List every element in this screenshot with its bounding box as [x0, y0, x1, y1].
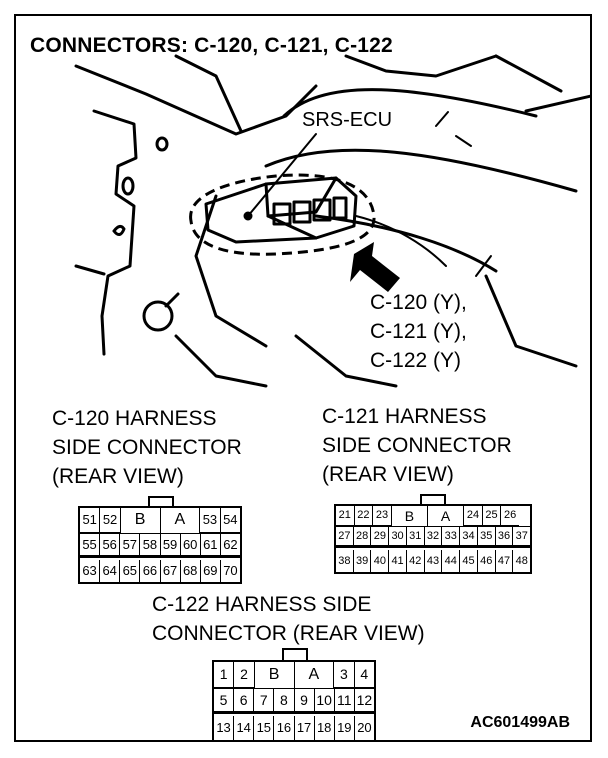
c120-pin: 64 [100, 560, 121, 582]
c121-pin: 34 [460, 527, 478, 545]
c122-pin: 1 [214, 662, 235, 688]
c122-pin: 6 [234, 689, 255, 711]
connector-id-c122: C-122 (Y) [370, 349, 462, 372]
c122-pin: 8 [274, 689, 295, 711]
c122-pin: 4 [354, 662, 374, 688]
c121-pin: 29 [371, 527, 390, 545]
c121-pin: 26 [501, 506, 519, 526]
c120-pin: 54 [220, 508, 240, 533]
c121-pin: 32 [425, 527, 443, 545]
c122-pin: 12 [356, 692, 373, 708]
c121-pin: 40 [371, 550, 390, 572]
c121-connector: 21 22 23 B A 24 25 26 27 28 29 30 31 32 … [334, 494, 534, 574]
srs-ecu-label: SRS-ECU [302, 109, 393, 131]
c120-caption: C-120 HARNESS SIDE CONNECTOR (REAR VIEW) [52, 404, 242, 491]
c120-pin: 55 [80, 534, 101, 555]
c120-pin: 51 [80, 508, 101, 533]
srs-ecu-illustration [74, 54, 590, 388]
connector-id-list: C-120 (Y), C-121 (Y), C-122 (Y) [370, 288, 467, 375]
c121-pin: 41 [389, 550, 407, 572]
c121-caption-line: C-121 HARNESS [322, 405, 487, 428]
c122-pin: 15 [254, 716, 275, 740]
c121-pin: 31 [407, 527, 425, 545]
c120-pin: 65 [120, 560, 141, 582]
c122-connector: 1 2 B A 3 4 5 6 7 8 9 10 11 12 13 14 15 [212, 648, 378, 740]
c121-pin: 43 [425, 550, 443, 572]
c121-pin: 38 [336, 550, 354, 572]
c121-caption-line: (REAR VIEW) [322, 463, 454, 486]
c120-caption-line: C-120 HARNESS [52, 407, 217, 430]
c121-pin: 25 [482, 506, 502, 526]
c121-pin: 22 [354, 506, 374, 526]
c120-pin: 57 [120, 534, 141, 555]
c122-pin: 7 [254, 689, 275, 711]
c121-pin: 44 [442, 550, 461, 572]
c120-pin: 61 [201, 534, 221, 555]
c122-pin: 14 [234, 716, 255, 740]
c121-pin: 21 [336, 506, 355, 526]
c121-caption-line: SIDE CONNECTOR [322, 434, 512, 457]
c120-pin: 58 [140, 534, 161, 555]
c121-pin: A [428, 506, 465, 526]
c122-pin: 17 [295, 716, 315, 740]
c122-pin: 18 [315, 716, 335, 740]
c122-pin: 5 [214, 689, 235, 711]
c121-pin: 47 [496, 550, 514, 572]
c122-pin: 9 [295, 689, 315, 711]
c120-pin: 70 [223, 563, 238, 578]
c122-pin: 2 [234, 662, 255, 688]
c122-pin: 20 [357, 720, 372, 735]
c122-caption: C-122 HARNESS SIDE CONNECTOR (REAR VIEW) [152, 590, 425, 648]
c121-pin: 27 [336, 527, 354, 545]
c122-caption-line: CONNECTOR (REAR VIEW) [152, 622, 425, 645]
figure-code: AC601499AB [470, 714, 570, 731]
c121-pin: 42 [407, 550, 425, 572]
c120-pin: B [121, 508, 161, 533]
c121-pin: 33 [442, 527, 461, 545]
c120-pin: 63 [80, 560, 101, 582]
c122-pin: 3 [334, 662, 355, 688]
c120-pin: 59 [161, 534, 181, 555]
c122-pin: A [295, 662, 335, 688]
c120-pin: 52 [100, 508, 121, 533]
c120-caption-line: SIDE CONNECTOR [52, 436, 242, 459]
c121-caption: C-121 HARNESS SIDE CONNECTOR (REAR VIEW) [322, 402, 512, 489]
c121-pin: 48 [515, 555, 528, 567]
c121-pin: 28 [354, 527, 372, 545]
c120-pin: 53 [200, 508, 221, 533]
page-title: CONNECTORS: C-120, C-121, C-122 [30, 34, 393, 57]
connector-id-c120: C-120 (Y), [370, 291, 467, 314]
c120-pin: 66 [140, 560, 161, 582]
c120-pin: 68 [181, 560, 201, 582]
c122-pin: 16 [274, 716, 295, 740]
c122-pin: 19 [335, 716, 355, 740]
diagram-frame: CONNECTORS: C-120, C-121, C-122 SRS-ECU … [14, 14, 592, 742]
c121-pin: 39 [354, 550, 372, 572]
c120-pin: A [161, 508, 201, 533]
c121-pin: B [392, 506, 428, 526]
c121-pin: 45 [460, 550, 478, 572]
c120-pin: 56 [100, 534, 121, 555]
c122-pin: 10 [315, 689, 335, 711]
c121-pin: 35 [478, 527, 496, 545]
c121-pin: 46 [478, 550, 496, 572]
c120-pin: 67 [161, 560, 181, 582]
connector-id-c121: C-121 (Y), [370, 320, 467, 343]
c121-pin: 23 [373, 506, 392, 526]
c120-caption-line: (REAR VIEW) [52, 465, 184, 488]
c121-pin: 24 [464, 506, 483, 526]
c121-pin: 30 [389, 527, 407, 545]
c122-caption-line: C-122 HARNESS SIDE [152, 593, 372, 616]
c121-pin: 37 [515, 530, 528, 542]
c122-pin: 11 [335, 689, 355, 711]
c120-pin: 60 [181, 534, 201, 555]
c121-pin: 36 [496, 527, 514, 545]
c122-pin: 13 [214, 716, 235, 740]
c120-connector: 51 52 B A 53 54 55 56 57 58 59 60 61 62 … [78, 496, 244, 584]
c120-pin: 69 [201, 560, 221, 582]
c120-pin: 62 [223, 537, 238, 552]
c122-pin: B [255, 662, 295, 688]
